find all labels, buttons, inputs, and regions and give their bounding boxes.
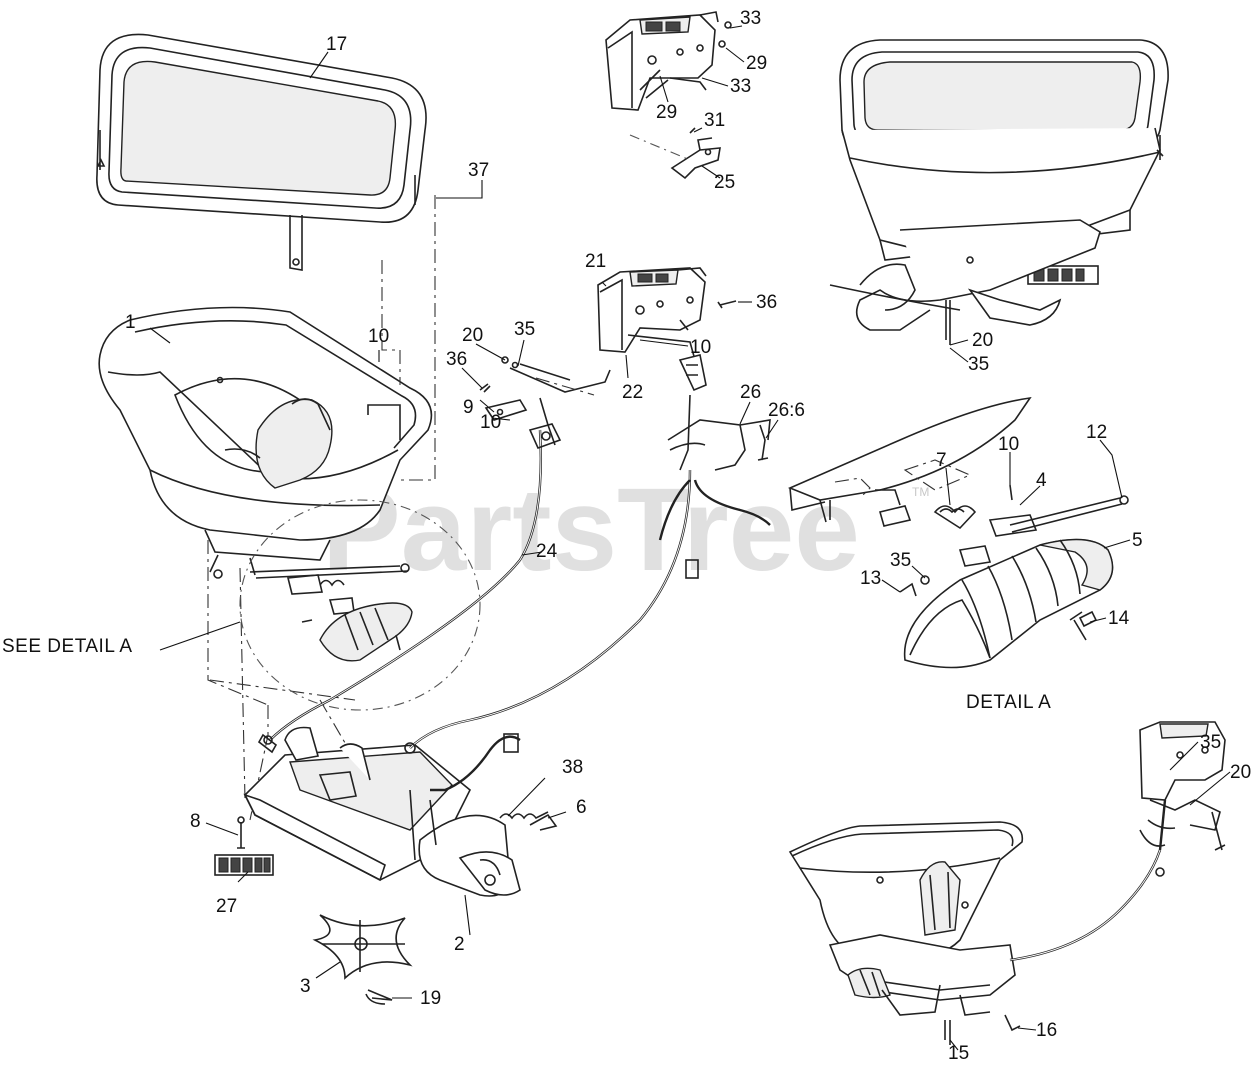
watermark-trademark: TM [912,485,929,499]
callout-13: 13 [860,568,881,589]
bolt-part-14 [1069,610,1098,641]
frame-part-2 [243,726,521,897]
callout-27: 27 [216,896,237,917]
callout-25: 25 [714,172,735,193]
callout-37: 37 [468,160,489,181]
callout-2: 2 [454,934,465,955]
detail-a-bracket [879,459,1038,597]
callout-20a: 20 [462,325,483,346]
callout-labels: 17 1 10 37 20 35 36 9 10 21 36 10 22 26 … [2,8,1251,1064]
callout-4: 4 [1036,470,1047,491]
callout-24: 24 [536,541,558,562]
screw-part-36b [717,300,737,309]
assembled-spreader-side [788,821,1024,1045]
callout-22: 22 [622,382,643,403]
callout-36b: 36 [756,292,777,313]
callout-6: 6 [576,797,587,818]
callout-5: 5 [1132,530,1143,551]
callout-31: 31 [704,110,725,131]
pin-part-36 [479,383,491,393]
spring-part-38 [499,811,549,820]
callout-29a: 29 [746,53,767,74]
assembly-dash-2 [381,260,401,385]
clip-part-20 [501,356,509,364]
detail-caption: DETAIL A [966,692,1051,713]
callout-26: 26 [740,382,761,403]
lid-part-17 [96,33,427,271]
rod-part-12 [1009,495,1129,533]
spring-part-6 [529,813,558,831]
callout-29b: 29 [656,102,677,123]
callout-8: 8 [190,811,201,832]
hopper-part-1 [98,306,433,579]
callout-3: 3 [300,976,311,997]
callout-21: 21 [585,251,606,272]
callout-35b: 35 [968,354,989,375]
watermark-text: PartsTree [322,464,860,596]
callout-9: 9 [463,397,474,418]
cable-part-24 [257,429,543,754]
callout-10d: 10 [998,434,1019,455]
hopper-underside-parts [249,563,413,662]
bracket-part-9 [484,399,528,421]
callout-16: 16 [1036,1020,1057,1041]
leader-lines [149,25,1231,1051]
callout-17: 17 [326,34,347,55]
lever-part-26 [667,354,771,471]
screw-part-31 [689,127,696,134]
side-control-housing [1139,721,1226,851]
callout-1: 1 [125,312,136,333]
callout-26-6: 26:6 [768,400,805,421]
chute-part-5 [903,538,1114,669]
pin-part-19 [365,989,393,1005]
callout-14: 14 [1108,608,1130,629]
callout-10b: 10 [480,412,501,433]
bracket-part-25 [670,137,721,180]
assembly-dash-3 [207,540,269,706]
bolt-part-8 [237,816,245,849]
assembly-dash-6 [239,567,246,801]
assembly-dash-5 [209,679,356,761]
callout-35d: 35 [1200,732,1221,753]
washer-part-35 [511,361,519,369]
callout-36a: 36 [446,349,467,370]
callout-20b: 20 [972,330,993,351]
callout-35a: 35 [514,319,535,340]
callout-33b: 33 [730,76,751,97]
wire-harness [430,479,771,792]
callout-15: 15 [948,1043,969,1064]
pin-part-10d [1009,484,1013,501]
callout-7: 7 [936,450,947,471]
upper-control-assembly [605,11,732,111]
callout-10c: 10 [690,337,711,358]
control-housing-part-21 [597,267,707,361]
callout-33a: 33 [740,8,761,29]
callout-19: 19 [420,988,441,1009]
linkage-rod [509,363,611,450]
control-cable [404,469,692,754]
assembly-dash-1 [400,195,436,481]
decal-part-27 [214,854,274,876]
callout-10a: 10 [368,326,389,347]
detail-a-deflector [787,396,1032,523]
callout-12: 12 [1086,422,1107,443]
see-detail-caption: SEE DETAIL A [2,636,133,657]
spinner-part-3 [312,914,413,980]
upper-control-dash [629,134,691,161]
callout-35c: 35 [890,550,911,571]
callout-38: 38 [562,757,583,778]
assembled-spreader-top [829,39,1169,345]
detail-circle [239,499,481,711]
callout-20c: 20 [1230,762,1251,783]
side-control-cable [1009,799,1167,962]
